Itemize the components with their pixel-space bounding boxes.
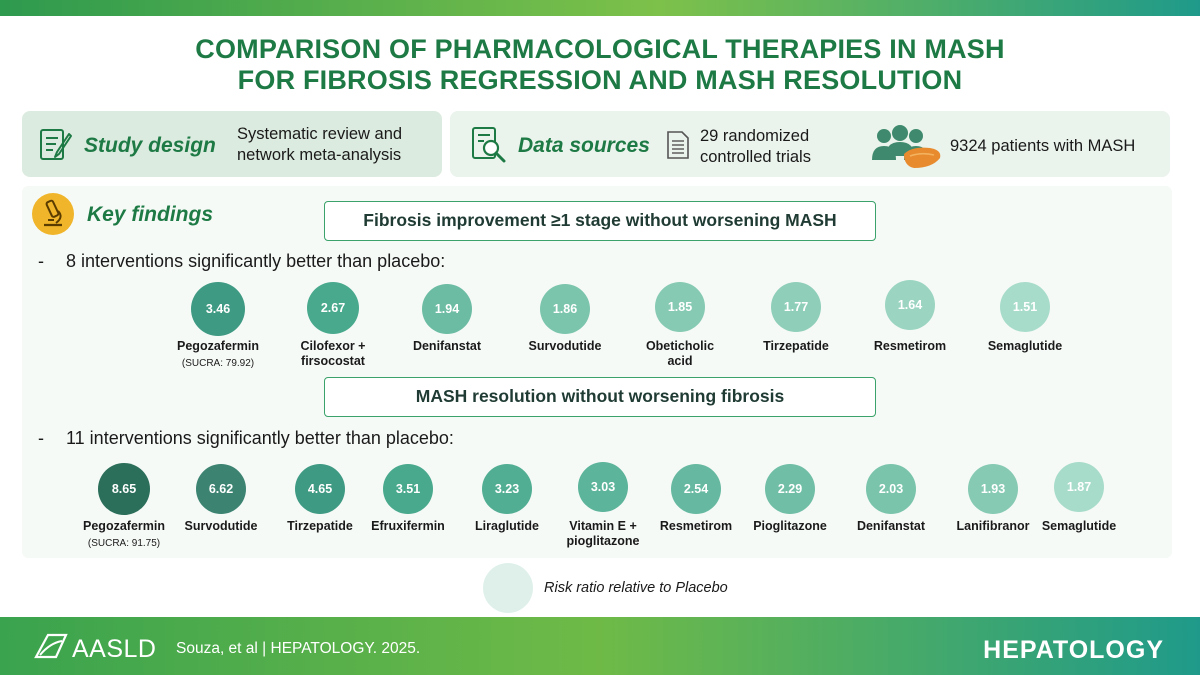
fibrosis-value-bubble: 1.94 bbox=[422, 284, 472, 334]
mash-drug-name-line-1: Resmetirom bbox=[659, 519, 733, 533]
mash-drug-name-line-1: Pioglitazone bbox=[753, 519, 827, 533]
mash-value-bubble: 8.65 bbox=[98, 463, 150, 515]
mash-drug-name: Denifanstat bbox=[831, 519, 951, 534]
mash-drug-name: Tirzepatide bbox=[260, 519, 380, 534]
trials-text: 29 randomized controlled trials bbox=[700, 126, 811, 168]
microscope-icon bbox=[32, 193, 74, 235]
fibrosis-value-bubble: 2.67 bbox=[307, 282, 359, 334]
mash-drug-name-line-1: Denifanstat bbox=[856, 519, 926, 533]
fibrosis-drug-name: Semaglutide bbox=[965, 339, 1085, 354]
mash-value-bubble: 3.23 bbox=[482, 464, 532, 514]
fibrosis-drug-name: Pegozafermin bbox=[158, 339, 278, 354]
fibrosis-drug-name-line-1: Pegozafermin bbox=[177, 339, 259, 353]
fibrosis-drug-name-line-1: Survodutide bbox=[528, 339, 602, 353]
patients-text: 9324 patients with MASH bbox=[950, 137, 1136, 155]
fibrosis-drug-name-line-2: firsocostat bbox=[301, 354, 365, 368]
fibrosis-drug-name-line-2: acid bbox=[667, 354, 693, 368]
mash-drug-name-line-1: Vitamin E + bbox=[569, 519, 637, 533]
mash-section-label: MASH resolution without worsening fibros… bbox=[324, 377, 876, 417]
fibrosis-sucra-note: (SUCRA: 79.92) bbox=[181, 358, 255, 369]
fibrosis-drug-name: Cilofexor +firsocostat bbox=[273, 339, 393, 369]
title-line-2: FOR FIBROSIS REGRESSION AND MASH RESOLUT… bbox=[237, 65, 963, 95]
top-banner bbox=[0, 0, 1200, 16]
mash-drug-name-line-2: pioglitazone bbox=[566, 534, 640, 548]
journal-wordmark: HEPATOLOGY bbox=[983, 636, 1164, 664]
mash-value-bubble: 3.51 bbox=[383, 464, 433, 514]
fibrosis-drug-name: Survodutide bbox=[505, 339, 625, 354]
fibrosis-summary: - 8 interventions significantly better th… bbox=[38, 251, 445, 272]
fibrosis-value-bubble: 1.86 bbox=[540, 284, 590, 334]
mash-drug-name: Lanifibranor bbox=[933, 519, 1053, 534]
fibrosis-drug-name-line-1: Resmetirom bbox=[873, 339, 947, 353]
study-design-panel bbox=[22, 111, 442, 177]
mash-drug-name: Survodutide bbox=[161, 519, 281, 534]
mash-drug-name: Pioglitazone bbox=[730, 519, 850, 534]
fibrosis-value-bubble: 3.46 bbox=[191, 282, 245, 336]
mash-bullet-dash: - bbox=[38, 428, 44, 448]
mash-drug-name: Semaglutide bbox=[1019, 519, 1139, 534]
mash-drug-name: Pegozafermin bbox=[64, 519, 184, 534]
aasld-wordmark: AASLD bbox=[72, 635, 157, 663]
mash-value-bubble: 4.65 bbox=[295, 464, 345, 514]
mash-value-bubble: 1.93 bbox=[968, 464, 1018, 514]
study-design-line-2: network meta-analysis bbox=[237, 146, 402, 164]
fibrosis-drug-name: Resmetirom bbox=[850, 339, 970, 354]
mash-summary: - 11 interventions significantly better t… bbox=[38, 428, 454, 449]
fibrosis-drug-name-line-1: Denifanstat bbox=[412, 339, 482, 353]
mash-value-bubble: 2.54 bbox=[671, 464, 721, 514]
fibrosis-value-bubble: 1.51 bbox=[1000, 282, 1050, 332]
fibrosis-value-bubble: 1.85 bbox=[655, 282, 705, 332]
fibrosis-value-bubble: 1.64 bbox=[885, 280, 935, 330]
trials-line-1: 29 randomized bbox=[700, 127, 810, 145]
fibrosis-section-label: Fibrosis improvement ≥1 stage without wo… bbox=[324, 201, 876, 241]
fibrosis-bullet-dash: - bbox=[38, 251, 44, 271]
fibrosis-summary-text: 8 interventions significantly better tha… bbox=[66, 251, 446, 271]
mash-drug-name-line-1: Lanifibranor bbox=[956, 519, 1030, 533]
data-sources-heading: Data sources bbox=[518, 134, 650, 157]
mash-drug-name-line-1: Survodutide bbox=[184, 519, 258, 533]
title-line-1: COMPARISON OF PHARMACOLOGICAL THERAPIES … bbox=[195, 34, 1005, 64]
aasld-logo-icon bbox=[34, 633, 68, 659]
mash-drug-name-line-1: Pegozafermin bbox=[83, 519, 165, 533]
study-design-text: Systematic review and network meta-analy… bbox=[237, 124, 402, 166]
mash-value-bubble: 3.03 bbox=[578, 462, 628, 512]
mash-drug-name: Resmetirom bbox=[636, 519, 756, 534]
citation: Souza, et al | HEPATOLOGY. 2025. bbox=[176, 640, 421, 657]
legend-label: Risk ratio relative to Placebo bbox=[544, 580, 728, 596]
mash-drug-name-line-1: Semaglutide bbox=[1041, 519, 1117, 533]
mash-drug-name: Vitamin E +pioglitazone bbox=[543, 519, 663, 549]
study-design-line-1: Systematic review and bbox=[237, 125, 403, 143]
mash-value-bubble: 2.03 bbox=[866, 464, 916, 514]
mash-value-bubble: 6.62 bbox=[196, 464, 246, 514]
trials-line-2: controlled trials bbox=[700, 148, 811, 166]
fibrosis-drug-name-line-1: Cilofexor + bbox=[300, 339, 366, 353]
mash-drug-name: Efruxifermin bbox=[348, 519, 468, 534]
legend-bubble bbox=[483, 563, 533, 613]
document-magnifier-icon bbox=[472, 127, 506, 163]
fibrosis-drug-name-line-1: Semaglutide bbox=[987, 339, 1063, 353]
mash-drug-name-line-1: Liraglutide bbox=[475, 519, 539, 533]
study-design-heading: Study design bbox=[84, 134, 216, 157]
fibrosis-drug-name: Tirzepatide bbox=[736, 339, 856, 354]
footer-bar bbox=[0, 617, 1200, 675]
people-liver-icon bbox=[872, 125, 941, 168]
fibrosis-drug-name-line-1: Tirzepatide bbox=[763, 339, 829, 353]
mash-value-bubble: 1.87 bbox=[1054, 462, 1104, 512]
document-pen-icon bbox=[40, 129, 72, 160]
fibrosis-drug-name-line-1: Obeticholic bbox=[645, 339, 715, 353]
mash-sucra-note: (SUCRA: 91.75) bbox=[87, 538, 161, 549]
mash-summary-text: 11 interventions significantly better th… bbox=[66, 428, 454, 448]
page-title: COMPARISON OF PHARMACOLOGICAL THERAPIES … bbox=[0, 34, 1200, 96]
document-list-icon bbox=[667, 131, 689, 159]
fibrosis-drug-name: Denifanstat bbox=[387, 339, 507, 354]
fibrosis-value-bubble: 1.77 bbox=[771, 282, 821, 332]
key-findings-heading: Key findings bbox=[87, 203, 214, 226]
mash-value-bubble: 2.29 bbox=[765, 464, 815, 514]
mash-drug-name-line-1: Efruxifermin bbox=[371, 519, 445, 533]
mash-drug-name-line-1: Tirzepatide bbox=[287, 519, 353, 533]
data-sources-panel bbox=[450, 111, 1170, 177]
mash-drug-name: Liraglutide bbox=[447, 519, 567, 534]
